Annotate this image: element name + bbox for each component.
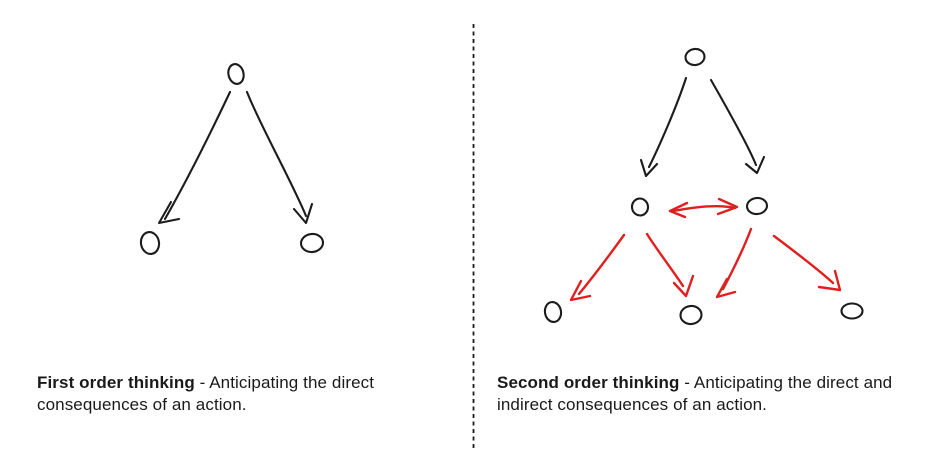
- second-order-diagram: [543, 47, 864, 326]
- arrowhead-red: [668, 201, 689, 219]
- first-order-caption-title: First order thinking: [37, 373, 195, 392]
- node-action: [684, 47, 706, 67]
- arrow-shaft-red: [721, 227, 753, 291]
- first-order-caption: First order thinking- Anticipating the d…: [37, 372, 449, 416]
- arrow-shaft-black: [163, 90, 232, 221]
- first-order-diagram: [139, 63, 325, 255]
- node-action: [227, 63, 245, 85]
- second-order-caption-body: - Anticipating the direct and indirect c…: [497, 373, 893, 414]
- node-indirect-right: [840, 302, 864, 320]
- first-order-caption-body: - Anticipating the direct consequences o…: [37, 373, 375, 414]
- arrow-shaft-black: [647, 76, 688, 169]
- node-indirect-middle: [679, 304, 703, 326]
- arrow-shaft-red: [577, 233, 626, 296]
- node-direct-left: [630, 197, 650, 217]
- arrow-shaft-red-bidirectional: [671, 204, 737, 213]
- arrowhead-black: [292, 202, 314, 225]
- node-direct-right: [745, 196, 769, 216]
- second-order-caption-title: Second order thinking: [497, 373, 680, 392]
- arrowhead-black: [744, 155, 766, 175]
- arrowhead-black: [157, 200, 181, 225]
- arrow-shaft-red: [772, 234, 835, 285]
- node-direct-left: [139, 231, 161, 255]
- arrowhead-black: [639, 158, 659, 178]
- node-indirect-left: [543, 301, 563, 323]
- arrow-shaft-black: [245, 90, 308, 218]
- arrowhead-red: [716, 197, 739, 216]
- arrowhead-red: [715, 277, 737, 299]
- arrow-shaft-black: [709, 78, 758, 167]
- arrowhead-red: [817, 269, 842, 292]
- second-order-caption: Second order thinking- Anticipating the …: [497, 372, 925, 416]
- arrow-shaft-red: [645, 232, 685, 288]
- arrowhead-red: [569, 279, 592, 302]
- node-direct-right: [299, 232, 325, 254]
- arrowhead-red: [672, 274, 695, 298]
